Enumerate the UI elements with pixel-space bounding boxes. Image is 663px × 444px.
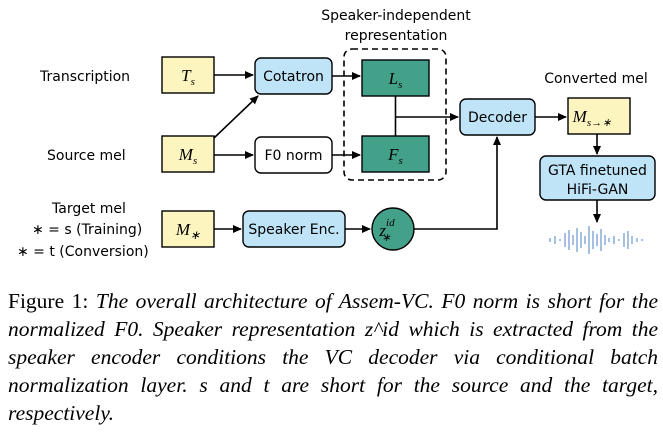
speaker-encoder-label: Speaker Enc. (248, 222, 339, 238)
speaker-independent-label-line1: Speaker-independent (321, 8, 471, 24)
row-label-transcription: Transcription (39, 69, 130, 85)
speaker-independent-group (343, 48, 447, 181)
vocoder-label-line2: HiFi-GAN (567, 182, 629, 198)
Ms-node (161, 135, 215, 173)
Ms-to-star-node (567, 97, 631, 135)
edges (213, 71, 601, 233)
row-label-source-mel: Source mel (47, 148, 126, 164)
edge-Ms-cotatron (213, 95, 259, 139)
decoder-label: Decoder (468, 110, 527, 126)
cotatron-label: Cotatron (263, 69, 324, 85)
row-label-conversion: ∗ = t (Conversion) (17, 244, 149, 260)
Ts-node (161, 56, 215, 94)
vocoder-label-line1: GTA finetuned (548, 163, 647, 179)
edge-zid-decoder (414, 136, 501, 230)
waveform-icon (549, 226, 643, 254)
row-label-target-mel: Target mel (51, 201, 126, 217)
zid-node (371, 207, 415, 251)
speaker-independent-label-line2: representation (345, 28, 448, 44)
caption-prefix: Figure 1: (8, 289, 89, 313)
caption-text: The overall architecture of Assem-VC. F0… (8, 289, 659, 425)
converted-mel-label: Converted mel (544, 71, 647, 87)
f0norm-label: F0 norm (265, 148, 323, 164)
Ms-label: Ms (178, 145, 197, 167)
figure-caption: Figure 1: The overall architecture of As… (8, 287, 658, 427)
Ls-node (361, 59, 430, 97)
row-label-training: ∗ = s (Training) (32, 222, 142, 238)
